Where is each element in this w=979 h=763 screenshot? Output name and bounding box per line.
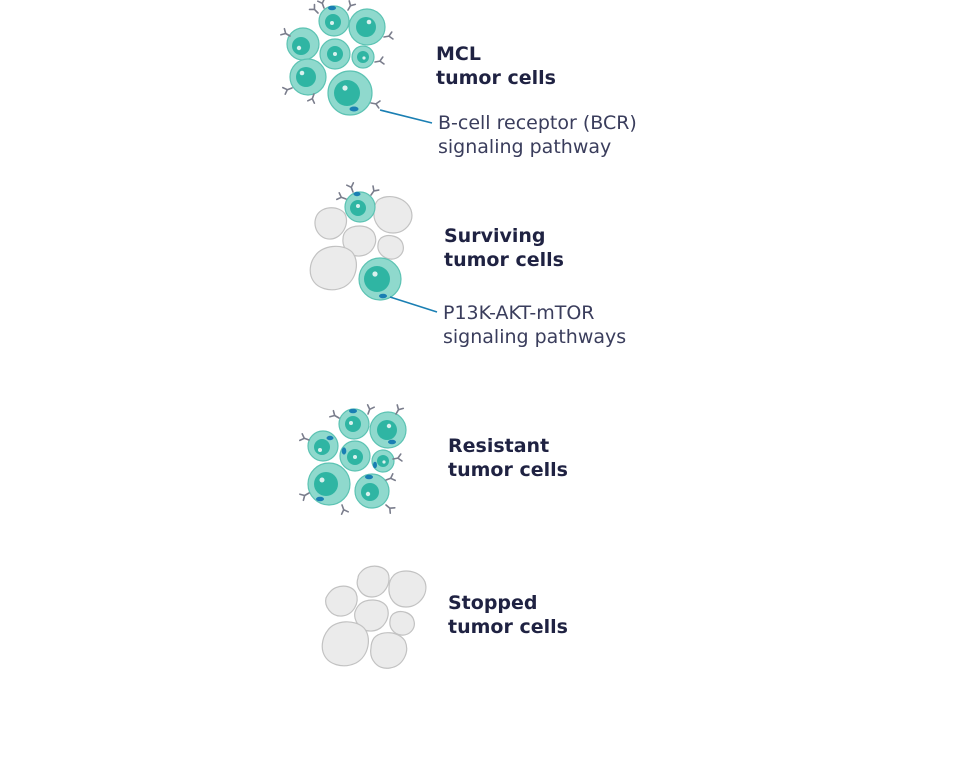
dead-cell bbox=[354, 599, 389, 632]
dead-cell bbox=[389, 611, 415, 636]
stopped-cell-cluster bbox=[321, 565, 427, 669]
dead-cell bbox=[373, 196, 413, 234]
tumor-cell bbox=[289, 58, 327, 96]
tumor-cell bbox=[338, 408, 370, 440]
dead-cell bbox=[321, 621, 370, 667]
dead-cell bbox=[388, 570, 427, 608]
stopped-title: Stopped tumor cells bbox=[448, 592, 568, 638]
tumor-cell bbox=[371, 449, 395, 473]
tumor-cell bbox=[318, 5, 350, 37]
surviving-cell-cluster bbox=[309, 182, 413, 301]
dead-cell bbox=[314, 207, 348, 240]
tumor-cell bbox=[354, 473, 390, 509]
tumor-cell bbox=[319, 38, 351, 70]
callout-line-bcr bbox=[379, 109, 433, 124]
dead-cell bbox=[356, 565, 390, 598]
tumor-cell bbox=[307, 430, 339, 462]
tumor-cell bbox=[327, 70, 373, 116]
dead-cell bbox=[342, 225, 377, 257]
callout-line-pi3k bbox=[389, 296, 438, 313]
resistant-cell-cluster bbox=[299, 404, 407, 515]
dead-cell bbox=[325, 585, 358, 617]
dead-cell bbox=[309, 245, 358, 291]
tumor-cell bbox=[339, 440, 371, 472]
tumor-cell bbox=[344, 191, 376, 223]
dead-cell bbox=[370, 632, 408, 669]
tumor-cell bbox=[286, 27, 320, 61]
bcr-callout-label: B-cell receptor (BCR) signaling pathway bbox=[438, 112, 637, 158]
tumor-cell bbox=[358, 257, 402, 301]
resistant-title: Resistant tumor cells bbox=[448, 435, 568, 481]
tumor-cell bbox=[351, 45, 375, 69]
tumor-cell bbox=[348, 8, 386, 46]
tumor-cell bbox=[307, 462, 351, 506]
pi3k-callout-label: P13K-AKT-mTOR signaling pathways bbox=[443, 302, 627, 348]
tumor-cell bbox=[369, 411, 407, 449]
mcl-cell-cluster bbox=[280, 0, 394, 116]
dead-cell bbox=[377, 235, 404, 260]
mcl-title: MCL tumor cells bbox=[436, 43, 556, 89]
surviving-title: Surviving tumor cells bbox=[444, 225, 564, 271]
